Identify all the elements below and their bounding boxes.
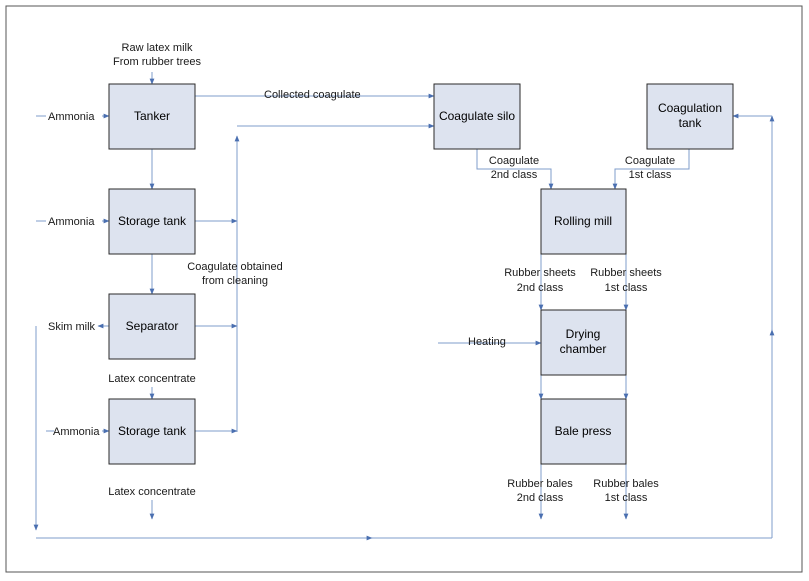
label-latex-concentrate-1: Latex concentrate	[108, 373, 195, 385]
node-storage-tank-2-label: Storage tank	[118, 424, 187, 438]
node-rolling-mill: Rolling mill	[540, 188, 627, 255]
label-coagulate-2nd-class: 2nd class	[491, 169, 538, 181]
node-storage-tank-1-label: Storage tank	[118, 214, 187, 228]
label-rubber-bales-1st-class: 1st class	[605, 492, 648, 504]
label-rubber-sheets-1st-class: 1st class	[605, 282, 648, 294]
node-drying-chamber-label-1: Drying	[566, 327, 601, 341]
node-separator-label: Separator	[126, 319, 179, 333]
label-rubber-sheets-2nd-class: 2nd class	[517, 282, 564, 294]
label-skim-milk: Skim milk	[48, 321, 96, 333]
node-storage-tank-2: Storage tank	[108, 398, 196, 465]
label-coagulate-2nd: Coagulate	[489, 155, 539, 167]
node-drying-chamber: Drying chamber	[540, 309, 627, 376]
node-rolling-mill-label: Rolling mill	[554, 214, 612, 228]
node-coagulation-tank: Coagulation tank	[646, 83, 734, 150]
label-coagulate-1st-class: 1st class	[629, 169, 672, 181]
node-bale-press-label: Bale press	[555, 424, 612, 438]
label-rubber-bales-2nd-class: 2nd class	[517, 492, 564, 504]
label-coagulate-1st: Coagulate	[625, 155, 675, 167]
label-coagulate-cleaning-1: Coagulate obtained	[187, 261, 282, 273]
label-raw-latex-2: From rubber trees	[113, 56, 202, 68]
label-rubber-bales-1st: Rubber bales	[593, 478, 659, 490]
label-ammonia-1: Ammonia	[48, 111, 95, 123]
node-coagulate-silo-label: Coagulate silo	[439, 109, 515, 123]
node-coagulation-tank-label-2: tank	[679, 116, 703, 130]
label-ammonia-3: Ammonia	[53, 426, 100, 438]
label-rubber-bales-2nd: Rubber bales	[507, 478, 573, 490]
node-separator: Separator	[108, 293, 196, 360]
node-tanker-label: Tanker	[134, 109, 170, 123]
node-tanker: Tanker	[108, 83, 196, 150]
flow-silo-mill	[476, 149, 554, 190]
label-rubber-sheets-1st: Rubber sheets	[590, 267, 662, 279]
label-rubber-sheets-2nd: Rubber sheets	[504, 267, 576, 279]
node-bale-press: Bale press	[540, 398, 627, 465]
label-coagulate-cleaning-2: from cleaning	[202, 275, 268, 287]
node-drying-chamber-label-2: chamber	[560, 342, 607, 356]
flow-tank-mill	[612, 149, 690, 190]
node-storage-tank-1: Storage tank	[108, 188, 196, 255]
node-coagulation-tank-label-1: Coagulation	[658, 101, 722, 115]
flow-lines	[33, 72, 775, 541]
label-latex-concentrate-2: Latex concentrate	[108, 486, 195, 498]
label-ammonia-2: Ammonia	[48, 216, 95, 228]
node-coagulate-silo: Coagulate silo	[433, 83, 521, 150]
label-heating: Heating	[468, 336, 506, 348]
label-collected-coagulate: Collected coagulate	[264, 89, 361, 101]
label-raw-latex-1: Raw latex milk	[122, 42, 193, 54]
